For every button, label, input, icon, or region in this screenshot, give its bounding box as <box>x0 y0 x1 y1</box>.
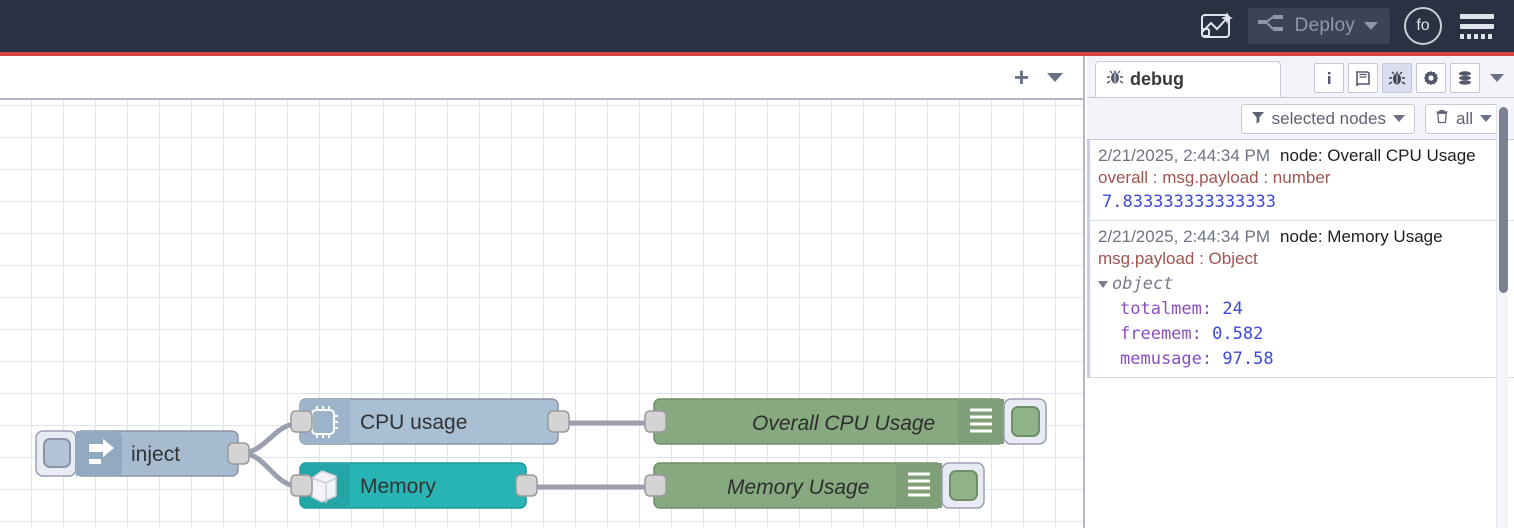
user-avatar[interactable]: fo <box>1404 7 1442 45</box>
sidebar-tab-row: debug <box>1087 56 1514 98</box>
property-value: 24 <box>1222 299 1243 319</box>
node-label-inject: inject <box>131 443 180 466</box>
book-icon[interactable] <box>1348 63 1378 93</box>
chevron-down-icon[interactable] <box>1364 22 1378 30</box>
debug-lines-icon <box>908 472 930 497</box>
debug-toggle-button <box>949 470 978 501</box>
flow-canvas[interactable]: inject CPU usage <box>0 100 1085 528</box>
port-input-cpu <box>290 410 313 433</box>
chevron-down-icon[interactable] <box>1490 74 1504 82</box>
chevron-down-icon[interactable] <box>1480 115 1492 122</box>
property-value: 0.582 <box>1212 324 1264 344</box>
deploy-flow-icon <box>1257 14 1286 39</box>
inject-arrow-icon <box>89 439 114 464</box>
tab-debug[interactable]: debug <box>1095 61 1281 97</box>
port-input-memory <box>290 474 313 497</box>
workspace-tab-bar: + <box>0 56 1085 100</box>
message-source-node[interactable]: node: Overall CPU Usage <box>1280 146 1476 165</box>
message-timestamp: 2/21/2025, 2:44:34 PM <box>1098 227 1271 246</box>
port-output-inject <box>227 442 250 465</box>
node-inject[interactable]: inject <box>35 430 250 477</box>
node-memory[interactable]: Memory <box>290 462 538 509</box>
property-key: freemem <box>1120 324 1192 344</box>
top-header-bar: Deploy fo <box>0 0 1514 52</box>
property-key: totalmem <box>1120 299 1202 319</box>
port-output-memory <box>515 474 538 497</box>
info-icon[interactable] <box>1314 63 1344 93</box>
node-debug-memory-usage[interactable]: Memory Usage <box>644 462 985 509</box>
memory-server-icon <box>311 470 337 503</box>
chevron-down-icon[interactable] <box>1392 115 1405 122</box>
message-value: 7.833333333333333 <box>1102 192 1276 212</box>
node-filter-label: selected nodes <box>1271 108 1386 128</box>
bug-icon <box>1106 68 1124 91</box>
debug-filter-row: selected nodes all <box>1087 98 1514 140</box>
debug-message[interactable]: 2/21/2025, 2:44:34 PM node: Memory Usage… <box>1087 221 1514 378</box>
canvas-vertical-scrollbar[interactable] <box>1496 102 1508 528</box>
node-label-cpu: CPU usage <box>360 411 467 434</box>
port-input-debug1 <box>644 410 667 433</box>
object-property: memusage: 97.58 <box>1120 349 1274 369</box>
node-label-debug2: Memory Usage <box>727 476 869 499</box>
object-property: totalmem: 24 <box>1120 299 1243 319</box>
deploy-button[interactable]: Deploy <box>1247 8 1390 44</box>
object-label: object <box>1112 274 1174 294</box>
clear-label: all <box>1455 108 1473 128</box>
node-label-memory: Memory <box>360 475 436 498</box>
debug-sidebar: debug <box>1087 56 1514 528</box>
trash-icon <box>1435 109 1449 129</box>
object-property: freemem: 0.582 <box>1120 324 1264 344</box>
canvas-right-divider <box>1083 56 1085 528</box>
deploy-label: Deploy <box>1294 15 1355 36</box>
clear-messages-button[interactable]: all <box>1424 103 1502 134</box>
flow-diagram: inject CPU usage <box>35 398 1047 509</box>
node-cpu-usage[interactable]: CPU usage <box>290 398 570 445</box>
port-output-cpu <box>547 410 570 433</box>
message-topic: overall : msg.payload : number <box>1098 168 1331 187</box>
flow-sparkle-icon[interactable] <box>1196 7 1238 45</box>
port-input-debug2 <box>644 474 667 497</box>
node-debug-overall-cpu-usage[interactable]: Overall CPU Usage <box>644 398 1047 445</box>
header-accent-line <box>0 52 1514 56</box>
debug-lines-icon <box>970 408 992 433</box>
chevron-down-icon[interactable] <box>1047 72 1063 82</box>
debug-message-list[interactable]: 2/21/2025, 2:44:34 PM node: Overall CPU … <box>1087 140 1514 528</box>
add-flow-button[interactable]: + <box>1013 62 1029 92</box>
tab-debug-label: debug <box>1130 69 1184 89</box>
sidebar-icon-group <box>1314 63 1508 93</box>
property-key: memusage <box>1120 349 1202 369</box>
funnel-icon <box>1251 109 1265 129</box>
node-label-debug1: Overall CPU Usage <box>752 412 935 435</box>
node-filter-button[interactable]: selected nodes <box>1240 103 1415 134</box>
scrollbar-thumb[interactable] <box>1499 107 1508 293</box>
object-expander[interactable]: object <box>1098 274 1506 294</box>
message-topic: msg.payload : Object <box>1098 249 1258 268</box>
message-timestamp: 2/21/2025, 2:44:34 PM <box>1098 146 1271 165</box>
debug-message[interactable]: 2/21/2025, 2:44:34 PM node: Overall CPU … <box>1087 140 1514 221</box>
debug-toggle-button <box>1011 406 1040 437</box>
gear-icon[interactable] <box>1416 63 1446 93</box>
bug-icon[interactable] <box>1382 63 1412 93</box>
cpu-chip-icon <box>308 406 338 438</box>
caret-down-icon[interactable] <box>1098 280 1108 288</box>
property-value: 97.58 <box>1222 349 1274 369</box>
database-icon[interactable] <box>1450 63 1480 93</box>
message-source-node[interactable]: node: Memory Usage <box>1280 227 1443 246</box>
hamburger-menu-icon[interactable] <box>1460 13 1494 39</box>
